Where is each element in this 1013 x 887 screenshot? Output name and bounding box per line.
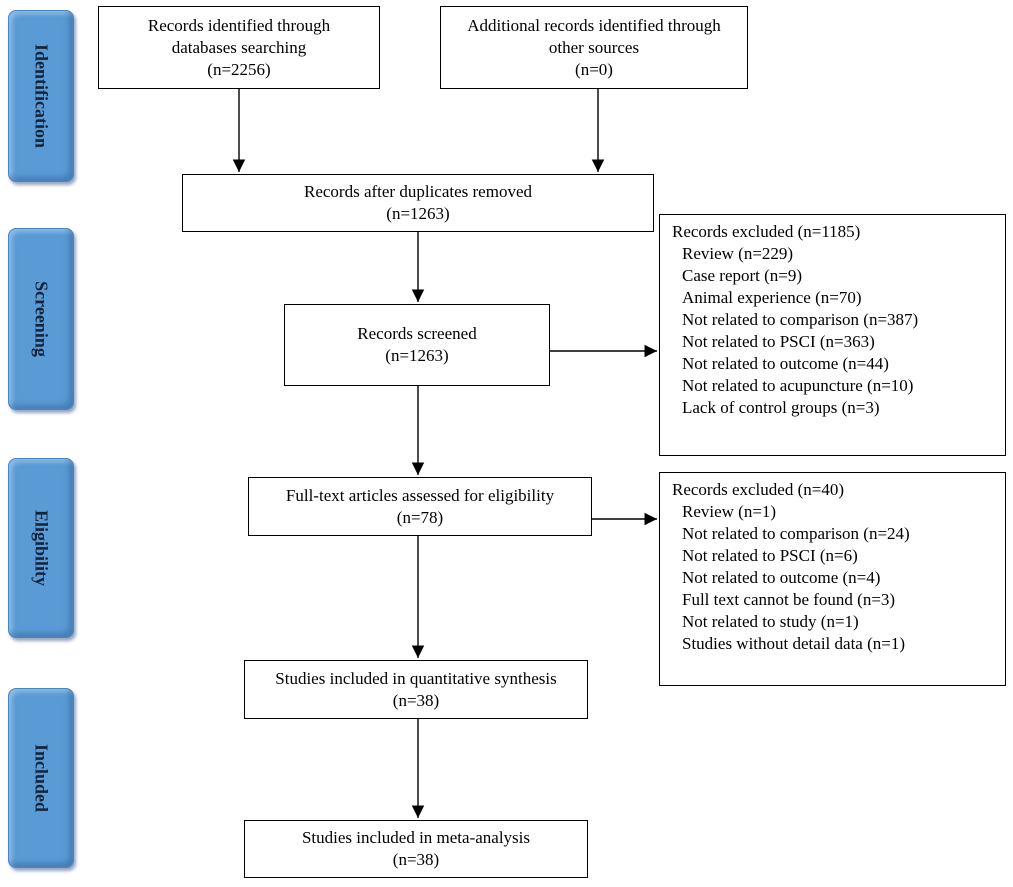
- excluded-eligibility-item: Not related to PSCI (n=6): [682, 546, 858, 565]
- box-after-duplicates: Records after duplicates removed (n=1263…: [182, 174, 654, 232]
- box-quantitative-synthesis: Studies included in quantitative synthes…: [244, 660, 588, 719]
- box-excluded-screening: Records excluded (n=1185) Review (n=229)…: [659, 214, 1006, 456]
- excluded-screening-item: Review (n=229): [682, 244, 794, 263]
- phase-eligibility: Eligibility: [8, 458, 74, 638]
- excluded-eligibility-item: Not related to comparison (n=24): [682, 524, 910, 543]
- box-database-search: Records identified through databases sea…: [98, 6, 380, 89]
- box-meta-analysis: Studies included in meta-analysis (n=38): [244, 820, 588, 878]
- excluded-screening-header: Records excluded (n=1185): [672, 222, 861, 241]
- excluded-eligibility-item: Full text cannot be found (n=3): [682, 590, 896, 609]
- excluded-screening-item: Case report (n=9): [682, 266, 803, 285]
- excluded-eligibility-header: Records excluded (n=40): [672, 480, 844, 499]
- excluded-eligibility-item: Not related to outcome (n=4): [682, 568, 881, 587]
- excluded-eligibility-item: Not related to study (n=1): [682, 612, 859, 631]
- excluded-screening-item: Not related to comparison (n=387): [682, 310, 919, 329]
- excluded-screening-item: Not related to acupuncture (n=10): [682, 376, 914, 395]
- excluded-screening-item: Animal experience (n=70): [682, 288, 862, 307]
- phase-included: Included: [8, 688, 74, 868]
- box-records-screened: Records screened (n=1263): [284, 304, 550, 386]
- phase-screening: Screening: [8, 228, 74, 410]
- box-full-text-assessed: Full-text articles assessed for eligibil…: [248, 477, 592, 536]
- excluded-screening-item: Lack of control groups (n=3): [682, 398, 880, 417]
- excluded-screening-item: Not related to outcome (n=44): [682, 354, 889, 373]
- box-excluded-eligibility: Records excluded (n=40) Review (n=1) Not…: [659, 472, 1006, 686]
- excluded-screening-item: Not related to PSCI (n=363): [682, 332, 875, 351]
- excluded-eligibility-item: Studies without detail data (n=1): [682, 634, 905, 653]
- phase-identification: Identification: [8, 10, 74, 182]
- excluded-eligibility-item: Review (n=1): [682, 502, 777, 521]
- box-other-sources: Additional records identified through ot…: [440, 6, 748, 89]
